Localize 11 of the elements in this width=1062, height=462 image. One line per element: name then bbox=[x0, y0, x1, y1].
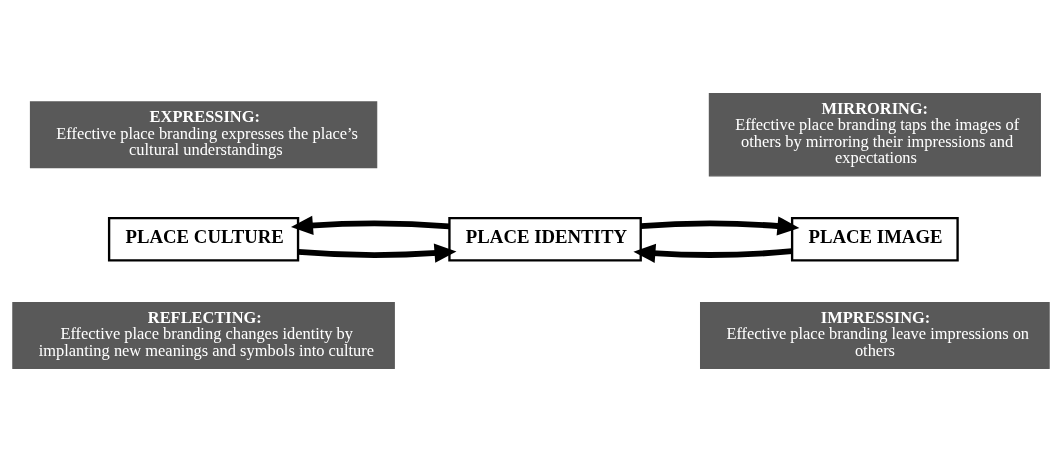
node-box: PLACE IMAGE bbox=[790, 216, 959, 262]
arrow bbox=[633, 243, 793, 263]
node-box: PLACE CULTURE bbox=[107, 216, 300, 262]
node-box: PLACE IDENTITY bbox=[448, 216, 642, 262]
node-box: REFLECTING: Effective place branding changes identity by implanting new meanings and symbols into culture bbox=[12, 302, 395, 369]
node-box: MIRRORING: Effective place branding taps the images of others by mirroring their impressions and expectations bbox=[708, 93, 1041, 177]
node-box: IMPRESSING: Effective place branding leave impressions on others bbox=[700, 302, 1050, 369]
node-box: EXPRESSING: Effective place branding expresses the place’s cultural understandings bbox=[29, 101, 378, 169]
arrow bbox=[640, 216, 800, 236]
arrow bbox=[298, 243, 457, 263]
arrow bbox=[291, 215, 450, 235]
